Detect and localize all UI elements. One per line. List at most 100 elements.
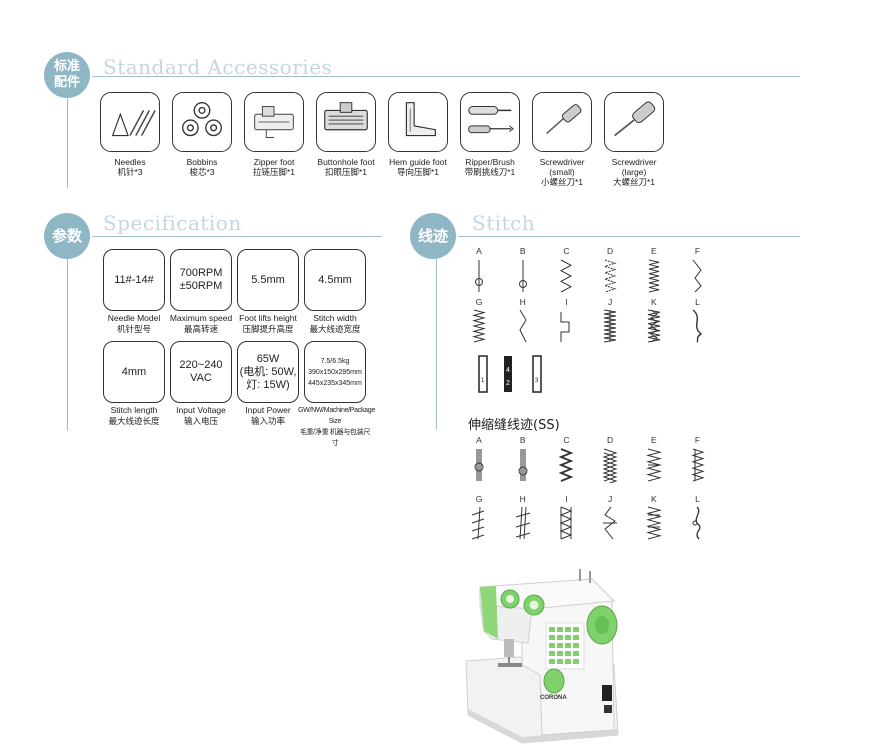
spec-name-en: Stitch width (313, 313, 357, 323)
ss-stitch-pattern-icon (555, 447, 577, 483)
spec-label: GW/NW/Machine/Package Size 毛重/净重 机器与包装尺寸 (298, 405, 375, 449)
spec-value-box: 5.5mm (237, 249, 299, 311)
spec-value-box: 700RPM ±50RPM (170, 249, 232, 311)
ss-stitch-pattern-icon (599, 505, 621, 541)
spec-name-zh: 最大线迹长度 (108, 416, 160, 426)
ss-stitch-pattern-letter: G (475, 494, 483, 504)
buttonhole-mark-1: 1 (481, 378, 485, 384)
ss-stitch-pattern-icon (643, 447, 665, 483)
ss-stitch-pattern-letter: J (607, 494, 613, 504)
stitch-pattern-icon (512, 258, 534, 294)
ss-stitch-pattern-letter: C (563, 435, 570, 445)
specification-title: Specification (103, 211, 242, 235)
spec-value-box: 4.5mm (304, 249, 366, 311)
stitch-pattern-letter: A (476, 246, 482, 256)
accessory-7-icon (604, 92, 664, 152)
stitch-badge: 线迹 (410, 213, 456, 259)
stitch-pattern-icon (599, 258, 621, 294)
accessory-6-icon (532, 92, 592, 152)
buttonhole-mark-4: 4 (506, 367, 510, 374)
stitch-pattern-icon (555, 308, 577, 344)
stitch-pattern-letter: L (695, 297, 700, 307)
spec-name-en: Input Voltage (176, 405, 226, 415)
accessories-left-rule (67, 98, 68, 188)
spec-value-box: 7.5/6.5kg 390x150x295mm 445x235x345mm (304, 341, 366, 403)
stitch-pattern-letter: F (694, 246, 701, 256)
ss-stitch-title: 伸缩缝线迹(SS) (468, 418, 560, 433)
specification-badge: 参数 (44, 213, 90, 259)
spec-value-box: 220~240 VAC (170, 341, 232, 403)
accessories-divider (92, 76, 800, 77)
specification-right-rule (436, 258, 437, 430)
accessory-name-zh: 机针*3 (117, 167, 143, 177)
accessory-name-en: Hem guide foot (389, 157, 447, 167)
ss-stitch-pattern-letter: F (694, 435, 701, 445)
ss-stitch-pattern-icon (687, 447, 709, 483)
stitch-pattern-letter: D (607, 246, 614, 256)
accessory-name-zh: 拉链压脚*1 (252, 167, 296, 177)
accessory-name-en: Buttonhole foot (317, 157, 375, 167)
accessory-name-en: Ripper/Brush (465, 157, 515, 167)
sewing-machine-image: CORONA (462, 565, 632, 745)
ss-stitch-pattern-letter: I (565, 494, 568, 504)
ss-stitch-pattern-letter: D (607, 435, 614, 445)
buttonhole-mark-2: 2 (506, 380, 510, 387)
stitch-pattern-icon (643, 258, 665, 294)
accessory-name-en: Screwdriver (small) (539, 157, 585, 177)
accessory-2-icon (244, 92, 304, 152)
spec-name-en: Input Power (245, 405, 291, 415)
accessory-name-zh: 带刷挑线刀*1 (464, 167, 516, 177)
stitch-pattern-icon (687, 308, 709, 344)
accessory-0-icon (100, 92, 160, 152)
ss-stitch-pattern-icon (643, 505, 665, 541)
spec-name-en: GW/NW/Machine/Package Size (298, 407, 375, 425)
ss-stitch-pattern-icon (512, 447, 534, 483)
accessory-name-en: Needles (114, 157, 146, 167)
spec-name-zh: 最大线迹宽度 (309, 324, 361, 334)
accessory-1-icon (172, 92, 232, 152)
spec-name-zh: 输入电压 (183, 416, 218, 426)
accessory-4-icon (388, 92, 448, 152)
ss-stitch-pattern-letter: K (650, 494, 657, 504)
stitch-pattern-letter: B (519, 246, 526, 256)
accessories-badge: 标准 配件 (44, 52, 90, 98)
stitch-pattern-letter: G (475, 297, 483, 307)
stitch-pattern-icon (599, 308, 621, 344)
accessory-name-zh: 梭芯*3 (189, 167, 215, 177)
machine-brand-text: CORONA (540, 695, 567, 701)
accessory-label: Screwdriver (small)小螺丝刀*1 (524, 157, 600, 187)
stitch-pattern-letter: C (563, 246, 570, 256)
spec-value-box: 65W (电机: 50W, 灯: 15W) (237, 341, 299, 403)
accessories-title: Standard Accessories (103, 55, 333, 79)
ss-stitch-pattern-icon (599, 447, 621, 486)
stitch-pattern-letter: H (519, 297, 526, 307)
ss-stitch-pattern-icon (555, 505, 577, 541)
specification-left-rule (67, 259, 68, 431)
spec-name-zh: 机针型号 (116, 324, 151, 334)
specification-divider (92, 236, 382, 237)
spec-name-en: Foot lifts height (239, 313, 297, 323)
stitch-pattern-icon (555, 258, 577, 294)
ss-stitch-pattern-icon (468, 505, 490, 541)
spec-name-en: Needle Model (107, 313, 161, 323)
ss-stitch-pattern-letter: A (476, 435, 482, 445)
spec-name-zh: 压脚提升高度 (242, 324, 294, 334)
accessory-label: Screwdriver (large)大螺丝刀*1 (596, 157, 672, 187)
spec-name-zh: 毛重/净重 机器与包装尺寸 (299, 429, 371, 447)
buttonhole-diagram: 1 4 2 3 (476, 355, 546, 395)
stitch-pattern-letter: K (650, 297, 657, 307)
accessory-name-en: Zipper foot (253, 157, 295, 167)
accessory-name-zh: 扣眼压脚*1 (324, 167, 368, 177)
stitch-pattern-letter: E (650, 246, 657, 256)
spec-name-en: Stitch length (110, 405, 158, 415)
spec-name-en: Maximum speed (169, 313, 233, 323)
stitch-pattern-icon (468, 308, 490, 344)
